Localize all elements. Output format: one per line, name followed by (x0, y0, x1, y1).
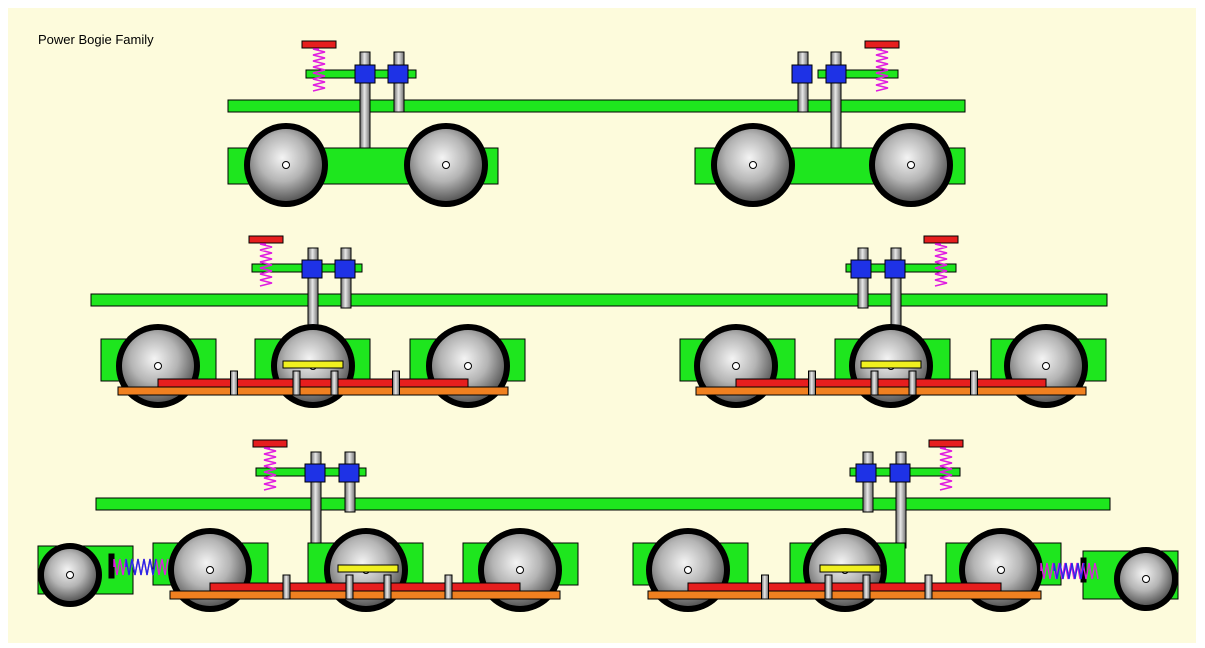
pivot-rod (870, 370, 879, 396)
pivot-rod (444, 574, 453, 600)
diagram-title: Power Bogie Family (38, 32, 154, 47)
bearing-block (791, 64, 813, 84)
equalizer-bar (687, 582, 1002, 592)
spring-cap (252, 439, 288, 448)
bolster-plate (860, 360, 922, 369)
coupling-spring-inner (125, 558, 157, 576)
wheel-hub (282, 161, 290, 169)
equalizer-bar (157, 378, 469, 388)
wheel-hub (464, 362, 472, 370)
equalizer-bar (209, 582, 521, 592)
diagram-canvas: Power Bogie Family (8, 8, 1196, 643)
suspension-spring (259, 243, 273, 287)
wheel-hub (206, 566, 214, 574)
pivot-rod (292, 370, 301, 396)
pivot-rod (392, 370, 400, 396)
pivot-rod (862, 574, 871, 600)
bearing-block (855, 463, 877, 483)
wheel-hub (749, 161, 757, 169)
spring-cap (248, 235, 284, 244)
bearing-block (850, 259, 872, 279)
pivot-rod (345, 574, 354, 600)
bolster-plate (282, 360, 344, 369)
main-frame-row-2 (90, 293, 1108, 307)
coupling-spring-inner (1053, 562, 1085, 580)
equalizer-bar (735, 378, 1047, 388)
main-frame-row-3 (95, 497, 1111, 511)
bearing-block (301, 259, 323, 279)
brake-beam (117, 386, 509, 396)
bolster-plate (337, 564, 399, 573)
bearing-block (387, 64, 409, 84)
pivot-rod (230, 370, 238, 396)
wheel-hub (997, 566, 1005, 574)
bogie-diagram (37, 40, 1179, 612)
suspension-spring (312, 48, 326, 92)
wheel-hub (1142, 575, 1150, 583)
bearing-block (334, 259, 356, 279)
pivot-rod (282, 574, 291, 600)
pivot-rod (383, 574, 392, 600)
bearing-block (889, 463, 911, 483)
bearing-block (884, 259, 906, 279)
pivot-rod (824, 574, 833, 600)
pivot-rod (330, 370, 339, 396)
brake-beam (647, 590, 1042, 600)
wheel-hub (516, 566, 524, 574)
wheel-hub (66, 571, 74, 579)
suspension-spring (263, 447, 277, 491)
suspension-spring (875, 48, 889, 92)
brake-beam (169, 590, 561, 600)
wheel-hub (1042, 362, 1050, 370)
spring-bracket (817, 69, 899, 79)
pivot-rod (761, 574, 769, 600)
spring-cap (301, 40, 337, 49)
bearing-block (304, 463, 326, 483)
wheel-hub (154, 362, 162, 370)
suspension-spring (934, 243, 948, 287)
bearing-block (825, 64, 847, 84)
wheel-hub (732, 362, 740, 370)
suspension-spring (939, 447, 953, 491)
spring-cap (928, 439, 964, 448)
bearing-block (338, 463, 360, 483)
pivot-rod (908, 370, 917, 396)
wheel-hub (442, 161, 450, 169)
bolster-plate (819, 564, 881, 573)
pivot-rod (924, 574, 933, 600)
pivot-rod (970, 370, 978, 396)
coupling-spring (1040, 562, 1099, 580)
bearing-block (354, 64, 376, 84)
pivot-rod (808, 370, 816, 396)
wheel-hub (907, 161, 915, 169)
spring-cap (923, 235, 959, 244)
spring-cap (864, 40, 900, 49)
wheel-hub (684, 566, 692, 574)
coupler-stop (108, 553, 115, 579)
main-frame-row-1 (227, 99, 966, 113)
brake-beam (695, 386, 1087, 396)
